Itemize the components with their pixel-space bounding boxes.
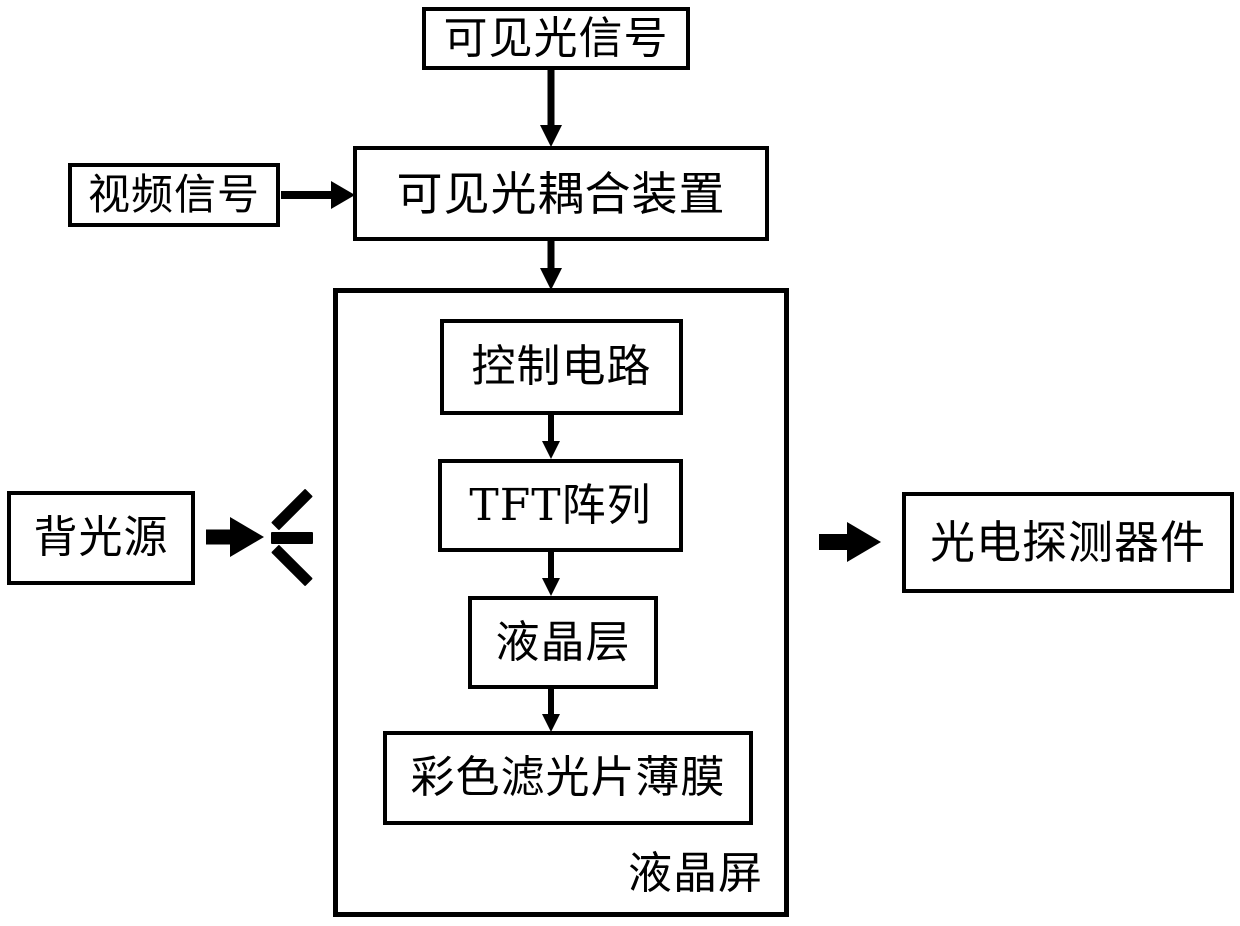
arrow-tft-to-lc-layer bbox=[542, 552, 560, 596]
arrow-shaft bbox=[281, 191, 339, 199]
node-visible-light-signal: 可见光信号 bbox=[422, 7, 690, 70]
arrow-shaft bbox=[548, 415, 554, 443]
arrow-head bbox=[542, 578, 560, 596]
arrow-control-to-tft bbox=[542, 415, 560, 459]
arrow-backlight-to-lcd-panel bbox=[206, 517, 264, 557]
arrow-shaft bbox=[547, 240, 555, 270]
arrow-shaft bbox=[548, 689, 554, 716]
ray-upper bbox=[271, 488, 313, 531]
lcd-panel-label: 液晶屏 bbox=[628, 848, 763, 899]
node-video-signal: 视频信号 bbox=[68, 163, 280, 227]
arrow-shaft bbox=[547, 68, 555, 126]
arrow-video-to-coupler bbox=[281, 177, 355, 213]
arrow-head bbox=[540, 125, 562, 147]
node-tft-array: TFT阵列 bbox=[438, 459, 683, 552]
light-burst-icon bbox=[262, 482, 317, 592]
arrow-head bbox=[542, 714, 560, 732]
node-liquid-crystal-layer: 液晶层 bbox=[468, 596, 658, 689]
node-backlight-source: 背光源 bbox=[7, 491, 195, 585]
arrow-coupler-to-lcd-panel bbox=[540, 240, 562, 290]
arrow-lc-layer-to-color-filter bbox=[542, 689, 560, 732]
node-color-filter-film: 彩色滤光片薄膜 bbox=[383, 731, 753, 825]
arrow-head bbox=[847, 522, 881, 562]
arrow-head bbox=[540, 268, 562, 290]
ray-lower bbox=[271, 544, 313, 587]
node-visible-light-coupler: 可见光耦合装置 bbox=[353, 146, 769, 241]
arrow-head bbox=[331, 181, 355, 209]
lcd-panel-container bbox=[333, 288, 789, 917]
arrow-head bbox=[230, 517, 264, 557]
arrow-visible-light-to-coupler bbox=[540, 68, 562, 147]
node-control-circuit: 控制电路 bbox=[440, 319, 683, 415]
node-photodetector-device: 光电探测器件 bbox=[902, 492, 1234, 593]
arrow-head bbox=[542, 441, 560, 459]
ray-middle bbox=[271, 532, 313, 544]
arrow-lcd-panel-to-photodetector bbox=[819, 521, 881, 563]
arrow-shaft bbox=[819, 534, 853, 550]
arrow-shaft bbox=[548, 552, 554, 580]
